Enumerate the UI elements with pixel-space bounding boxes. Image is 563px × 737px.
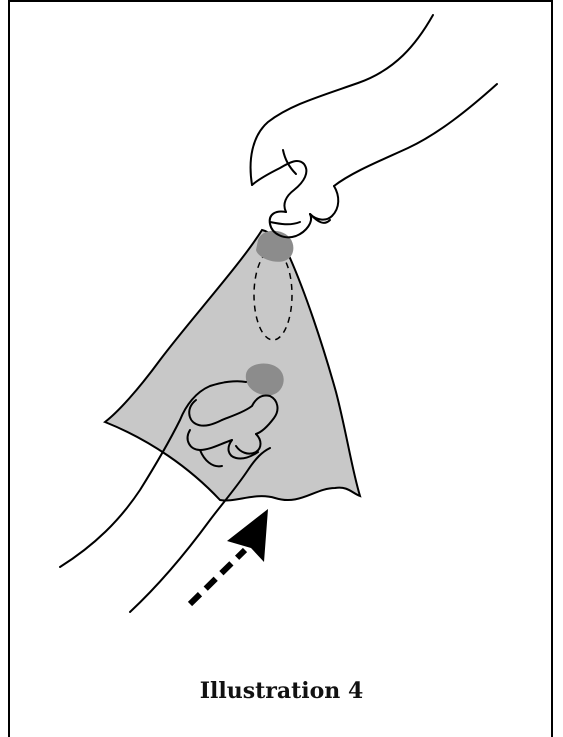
illustration-caption: Illustration 4 (0, 678, 563, 704)
cloth-icon (105, 230, 360, 501)
dashed-arrow-icon (190, 509, 268, 604)
upper-hand-icon (251, 15, 497, 237)
